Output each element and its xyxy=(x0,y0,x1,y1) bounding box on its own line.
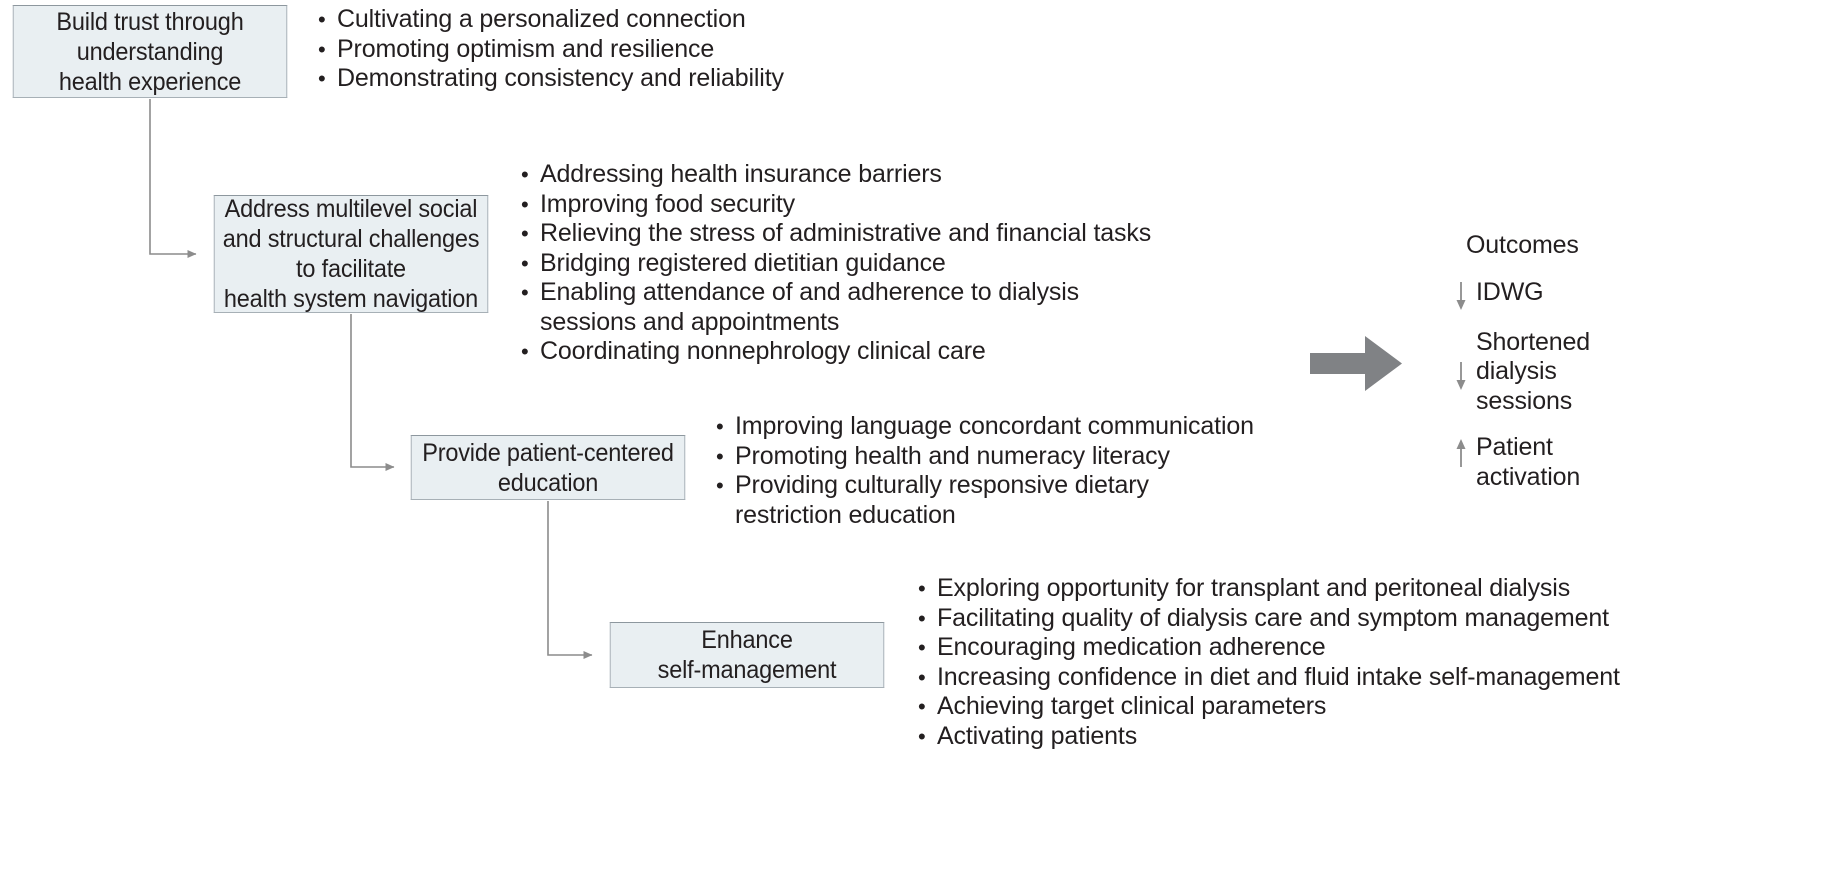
bullet-item: Cultivating a personalized connection xyxy=(318,5,784,35)
bullet-item: Improving language concordant communicat… xyxy=(716,412,1254,442)
bullet-item: Bridging registered dietitian guidance xyxy=(521,249,1151,279)
step-box-build-trust[interactable]: Build trust through understanding health… xyxy=(12,5,288,98)
step-box-label: Build trust through understanding health… xyxy=(56,7,244,96)
bullet-item: Promoting optimism and resilience xyxy=(318,35,784,65)
step-box-label: Enhance self-management xyxy=(657,626,837,684)
bullet-item: Facilitating quality of dialysis care an… xyxy=(918,604,1620,634)
bullet-item: Activating patients xyxy=(918,722,1620,752)
results-arrow-icon xyxy=(1310,336,1402,391)
outcomes-panel: Outcomes IDWG Shortened dialysis session… xyxy=(1452,231,1840,509)
bullet-item: Increasing confidence in diet and fluid … xyxy=(918,663,1620,693)
bullet-item: Demonstrating consistency and reliabilit… xyxy=(318,64,784,94)
outcome-label: Patient activation xyxy=(1476,433,1581,491)
bullet-item: Coordinating nonnephrology clinical care xyxy=(521,337,1151,367)
bullet-item: Encouraging medication adherence xyxy=(918,633,1620,663)
outcome-row-idwg: IDWG xyxy=(1452,278,1840,311)
bullet-list-self-management: Exploring opportunity for transplant and… xyxy=(918,574,1620,751)
arrow-down-icon xyxy=(1456,281,1466,310)
arrow-up-icon xyxy=(1456,439,1466,467)
outcome-row-shortened-sessions: Shortened dialysis sessions xyxy=(1452,328,1840,417)
bullet-item: Addressing health insurance barriers xyxy=(521,160,1151,190)
bullet-item: Promoting health and numeracy literacy xyxy=(716,442,1254,472)
bullet-item: Improving food security xyxy=(521,190,1151,220)
bullet-item: Exploring opportunity for transplant and… xyxy=(918,574,1620,604)
outcomes-title: Outcomes xyxy=(1466,231,1579,259)
bullet-list-build-trust: Cultivating a personalized connection Pr… xyxy=(318,5,784,94)
step-box-label: Provide patient-centered education xyxy=(422,438,674,497)
arrow-down-icon xyxy=(1456,361,1466,390)
step-box-self-management[interactable]: Enhance self-management xyxy=(609,622,885,688)
bullet-item: Relieving the stress of administrative a… xyxy=(521,219,1151,249)
step-box-address-challenges[interactable]: Address multilevel social and structural… xyxy=(213,195,489,313)
step-box-patient-education[interactable]: Provide patient-centered education xyxy=(410,435,686,500)
outcome-row-patient-activation: Patient activation xyxy=(1452,433,1840,492)
bullet-list-address-challenges: Addressing health insurance barriers Imp… xyxy=(521,160,1151,367)
bullet-item: Providing culturally responsive dietary … xyxy=(716,471,1254,530)
bullet-list-patient-education: Improving language concordant communicat… xyxy=(716,412,1254,530)
step-box-label: Address multilevel social and structural… xyxy=(222,195,480,313)
outcome-label: Shortened dialysis sessions xyxy=(1476,327,1591,415)
bullet-item: Achieving target clinical parameters xyxy=(918,692,1620,722)
bullet-item: Enabling attendance of and adherence to … xyxy=(521,278,1151,337)
outcome-label: IDWG xyxy=(1476,277,1544,306)
